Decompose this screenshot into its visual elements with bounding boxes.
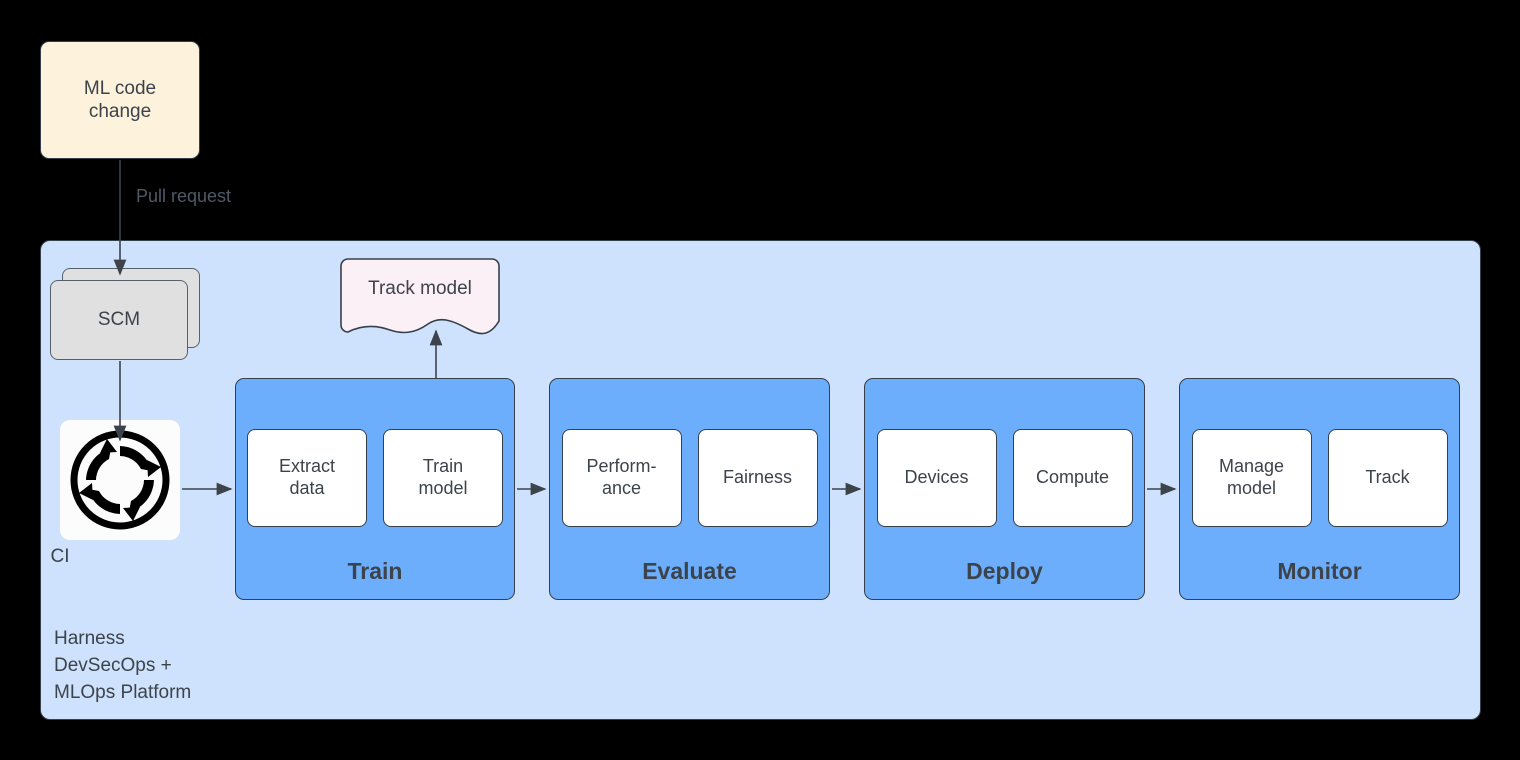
stage-train-title: Train bbox=[347, 558, 403, 584]
step-performance[interactable]: Perform- ance bbox=[561, 429, 682, 527]
step-train-model[interactable]: Train model bbox=[383, 429, 503, 527]
step-fairness-label: Fairness bbox=[722, 467, 793, 488]
step-compute-label: Compute bbox=[1035, 467, 1110, 488]
step-manage-model[interactable]: Manage model bbox=[1191, 429, 1312, 527]
step-extract-data[interactable]: Extract data bbox=[247, 429, 367, 527]
stage-train-steps: Extract data Train model bbox=[236, 429, 514, 527]
node-ci-label: CI bbox=[50, 546, 70, 567]
stage-train[interactable]: Extract data Train model Train bbox=[235, 378, 515, 600]
stage-monitor-steps: Manage model Track bbox=[1180, 429, 1459, 527]
step-devices[interactable]: Devices bbox=[876, 429, 997, 527]
node-scm[interactable]: SCM bbox=[50, 268, 200, 360]
step-fairness[interactable]: Fairness bbox=[697, 429, 818, 527]
stage-deploy-steps: Devices Compute bbox=[865, 429, 1144, 527]
stage-deploy[interactable]: Devices Compute Deploy bbox=[864, 378, 1145, 600]
step-manage-model-label: Manage model bbox=[1218, 456, 1285, 498]
step-track[interactable]: Track bbox=[1327, 429, 1448, 527]
stage-evaluate-title: Evaluate bbox=[642, 558, 737, 584]
step-extract-data-label: Extract data bbox=[278, 456, 335, 498]
stage-monitor[interactable]: Manage model Track Monitor bbox=[1179, 378, 1460, 600]
node-ml-code-change-label: ML code change bbox=[83, 77, 157, 122]
node-scm-label: SCM bbox=[97, 309, 141, 331]
step-compute[interactable]: Compute bbox=[1012, 429, 1133, 527]
node-track-model[interactable]: Track model bbox=[340, 258, 500, 336]
step-train-model-label: Train model bbox=[418, 456, 468, 498]
edge-label-pull-request: Pull request bbox=[136, 186, 232, 206]
stage-evaluate-steps: Perform- ance Fairness bbox=[550, 429, 829, 527]
node-scm-front-sheet: SCM bbox=[50, 280, 188, 360]
stage-evaluate[interactable]: Perform- ance Fairness Evaluate bbox=[549, 378, 830, 600]
platform-caption: Harness DevSecOps + MLOps Platform bbox=[54, 628, 192, 703]
node-ci[interactable] bbox=[60, 420, 180, 540]
node-track-model-label: Track model bbox=[368, 278, 472, 299]
node-ml-code-change[interactable]: ML code change bbox=[40, 41, 200, 159]
stage-deploy-title: Deploy bbox=[966, 558, 1043, 584]
step-devices-label: Devices bbox=[904, 467, 969, 488]
step-track-label: Track bbox=[1365, 467, 1410, 488]
step-performance-label: Perform- ance bbox=[586, 456, 657, 498]
stage-monitor-title: Monitor bbox=[1277, 558, 1362, 584]
continuous-integration-icon bbox=[60, 420, 180, 540]
